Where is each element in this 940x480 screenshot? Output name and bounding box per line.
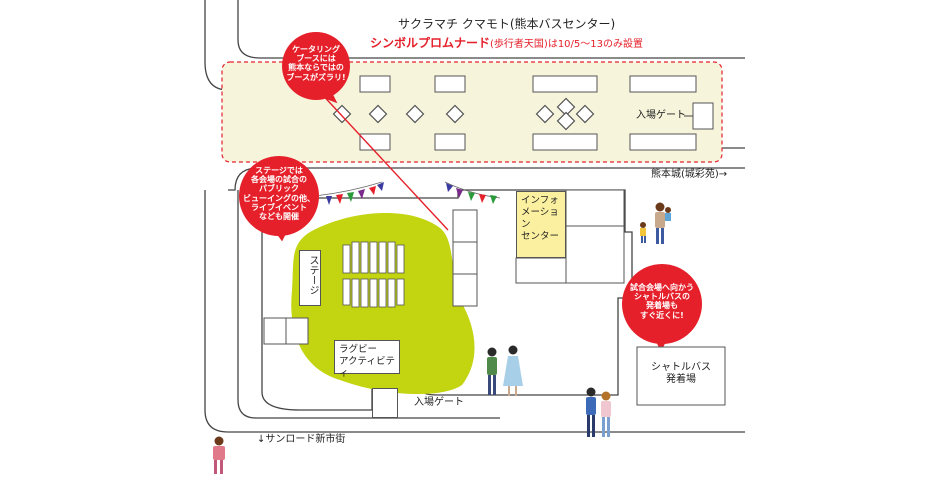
plaza-booths <box>263 189 625 345</box>
bunting <box>314 181 501 205</box>
table-icons <box>332 97 595 131</box>
promenade-label: シンボルプロムナード <box>370 36 491 50</box>
castle-label: 熊本城(城彩苑)→ <box>651 169 728 180</box>
info-center: インフォ メーション センター <box>516 191 566 258</box>
seating-blocks <box>342 241 405 308</box>
gate-top-label: 入場ゲート <box>636 110 686 121</box>
stage-bubble-text: ステージでは 各会場の試合の パブリック ビューイングの他、 ライブイベント な… <box>243 166 315 221</box>
promenade-note: (歩行者天国)は10/5〜13のみ設置 <box>490 39 643 50</box>
stage-label: ステージ <box>299 250 321 306</box>
gate-bottom-label: 入場ゲート <box>414 397 464 408</box>
people-illustrations <box>213 202 671 474</box>
shuttle-bubble-text: 試合会場へ向かう シャトルバスの 発着場も すぐ近くに! <box>630 283 694 320</box>
catering-booths <box>359 75 714 151</box>
rugby-activity: ラグビー アクティビティ <box>334 340 400 379</box>
page-title: サクラマチ クマモト(熊本バスセンター) <box>398 17 616 31</box>
sunroad-label: ↓サンロード新市街 <box>257 434 346 445</box>
catering-bubble-text: ケータリング ブースには 熊本ならではの ブースがズラリ! <box>286 45 346 82</box>
shuttle-area <box>636 346 726 406</box>
shuttle-bubble <box>622 264 702 344</box>
catering-bubble <box>282 32 350 100</box>
gate-bottom-box <box>372 388 398 418</box>
shuttle-label: シャトルバス 発着場 <box>651 362 711 385</box>
promenade-title: シンボルプロムナード(歩行者天国)は10/5〜13のみ設置 <box>370 36 643 51</box>
stage-bubble <box>239 156 319 236</box>
